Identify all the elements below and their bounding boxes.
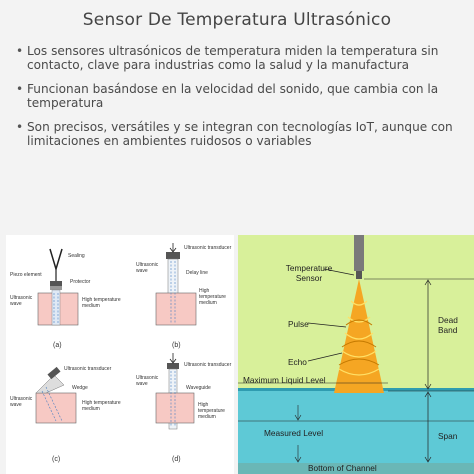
sensor-configurations-figure: Sealing Piezo element Protector Ultrason… [6, 235, 234, 474]
echo-arcs [338, 319, 380, 366]
label-ultrasonic-wave: Ultrasonic wave [136, 262, 159, 274]
level-measurement-diagram [238, 235, 474, 474]
config-d-diagram [155, 353, 195, 430]
label-ultrasonic-wave: Ultrasonic wave [10, 295, 33, 307]
caption-d: (d) [172, 456, 181, 463]
label-wedge: Wedge [72, 385, 88, 391]
label-medium: High temperature medium [82, 400, 121, 412]
label-span: Span [438, 431, 458, 441]
label-echo: Echo [288, 357, 307, 367]
caption-b: (b) [172, 342, 181, 349]
bullet-item: Los sensores ultrasónicos de temperatura… [16, 44, 464, 73]
label-piezo: Piezo element [10, 272, 42, 278]
config-c-diagram [35, 366, 77, 424]
label-temperature-sensor: Temperature Sensor [285, 263, 333, 283]
config-b-diagram [155, 243, 197, 326]
page-title: Sensor De Temperatura Ultrasónico [82, 10, 392, 30]
sensor-rod [354, 235, 364, 271]
bullet-item: Funcionan basándose en la velocidad del … [16, 82, 464, 111]
level-measurement-figure: Temperature Sensor Pulse Echo Dead Band … [238, 235, 474, 474]
label-sealing: Sealing [68, 253, 85, 259]
label-waveguide: Waveguide [186, 385, 211, 391]
caption-c: (c) [52, 456, 61, 463]
label-transducer: Ultrasonic transducer [184, 362, 232, 368]
label-ultrasonic-wave: Ultrasonic wave [10, 396, 33, 408]
label-dead-band: Dead Band [438, 315, 458, 335]
label-max-liquid-level: Maximum Liquid Level [243, 375, 326, 385]
label-protector: Protector [70, 279, 91, 285]
pulse-arcs [338, 300, 380, 376]
label-ultrasonic-wave: Ultrasonic wave [136, 375, 159, 387]
bullet-item: Son precisos, versátiles y se integran c… [16, 120, 464, 149]
label-medium: High temperature medium [199, 288, 226, 306]
config-a-diagram [37, 248, 79, 326]
label-medium: High temperature medium [198, 402, 225, 420]
liquid-area [238, 388, 474, 474]
caption-a: (a) [53, 342, 62, 349]
label-medium: High temperature medium [82, 297, 121, 309]
label-transducer: Ultrasonic transducer [184, 245, 232, 251]
label-transducer: Ultrasonic transducer [64, 366, 112, 372]
ultrasonic-cone [334, 279, 384, 393]
bullet-list: Los sensores ultrasónicos de temperatura… [16, 44, 464, 157]
sensor-configurations-diagram [35, 243, 197, 430]
label-pulse: Pulse [288, 319, 309, 329]
label-bottom-of-channel: Bottom of Channel [308, 463, 377, 473]
label-delay-line: Delay line [186, 270, 208, 276]
label-measured-level: Measured Level [264, 428, 324, 438]
